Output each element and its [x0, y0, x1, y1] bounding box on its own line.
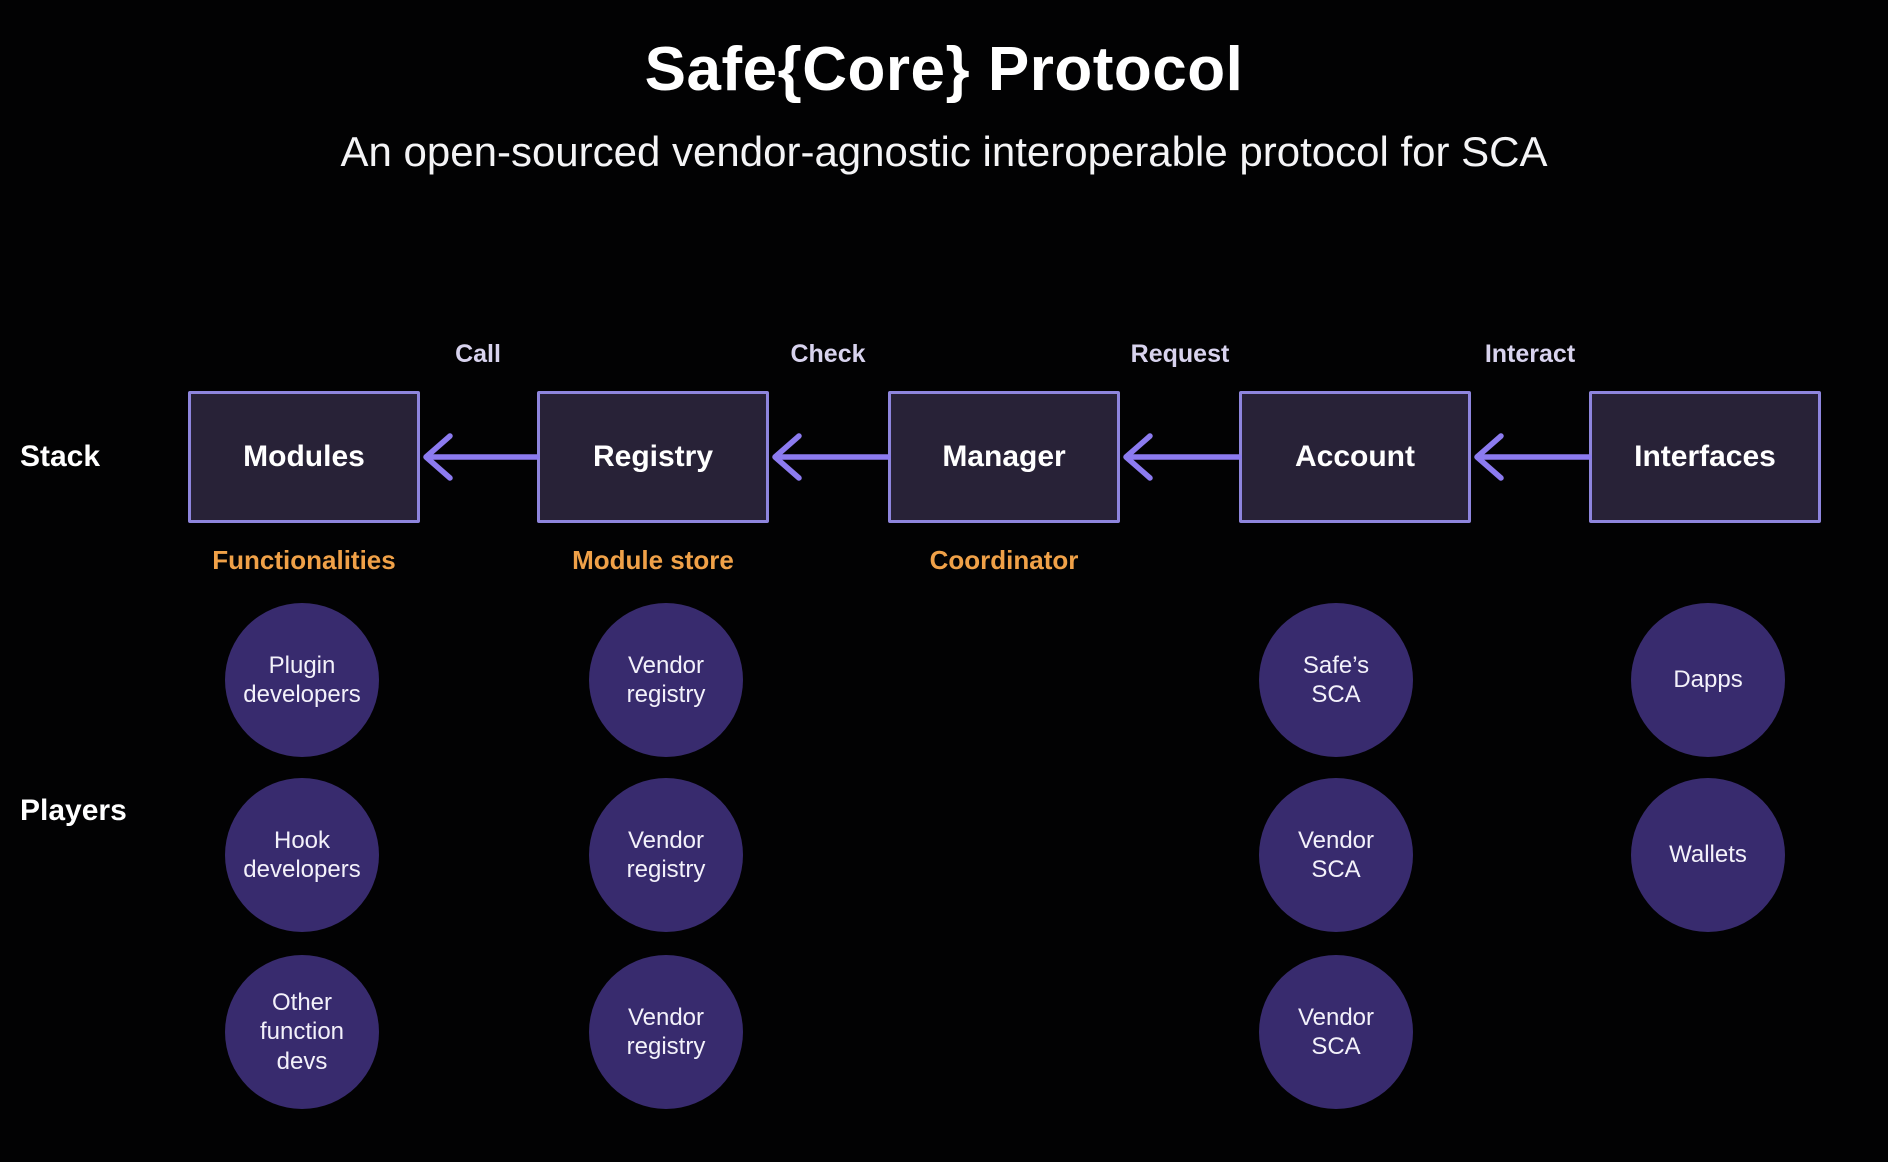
stack-box-interfaces-label: Interfaces — [1634, 440, 1776, 473]
player-circle-safes-sca: Safe’s SCA — [1259, 603, 1413, 757]
arrow-label-check: Check — [790, 340, 866, 368]
stack-box-modules: Modules — [188, 391, 420, 523]
stack-box-account: Account — [1239, 391, 1471, 523]
page-title: Safe{Core} Protocol — [644, 35, 1244, 104]
player-circle-vendor-sca-2: Vendor SCA — [1259, 955, 1413, 1109]
stack-box-manager: Manager — [888, 391, 1120, 523]
arrow-call-icon — [423, 433, 540, 481]
stack-box-registry: Registry — [537, 391, 769, 523]
arrow-check-icon — [772, 433, 891, 481]
player-circle-plugin-developers: Plugin developers — [225, 603, 379, 757]
player-circle-vendor-registry-1: Vendor registry — [589, 603, 743, 757]
stack-box-interfaces: Interfaces — [1589, 391, 1821, 523]
box-caption-coordinator: Coordinator — [929, 545, 1079, 575]
arrow-interact-icon — [1474, 433, 1592, 481]
box-caption-module-store: Module store — [572, 545, 734, 575]
player-circle-other-function-devs: Other function devs — [225, 955, 379, 1109]
stack-box-registry-label: Registry — [592, 440, 714, 473]
page-subtitle: An open-sourced vendor-agnostic interope… — [340, 128, 1548, 175]
player-circle-vendor-sca-1: Vendor SCA — [1259, 778, 1413, 932]
stack-box-modules-label: Modules — [243, 440, 365, 473]
player-circle-hook-developers: Hook developers — [225, 778, 379, 932]
stack-box-manager-label: Manager — [942, 440, 1066, 473]
stack-row-label: Stack — [20, 440, 101, 473]
player-circle-vendor-registry-3: Vendor registry — [589, 955, 743, 1109]
arrow-label-interact: Interact — [1484, 340, 1576, 368]
arrow-label-call: Call — [455, 340, 501, 368]
player-circle-wallets: Wallets — [1631, 778, 1785, 932]
player-circle-vendor-registry-2: Vendor registry — [589, 778, 743, 932]
box-caption-functionalities: Functionalities — [212, 545, 396, 575]
stack-box-account-label: Account — [1295, 440, 1415, 473]
players-row-label: Players — [20, 794, 127, 827]
arrow-label-request: Request — [1130, 340, 1230, 368]
player-circle-dapps: Dapps — [1631, 603, 1785, 757]
arrow-request-icon — [1123, 433, 1242, 481]
